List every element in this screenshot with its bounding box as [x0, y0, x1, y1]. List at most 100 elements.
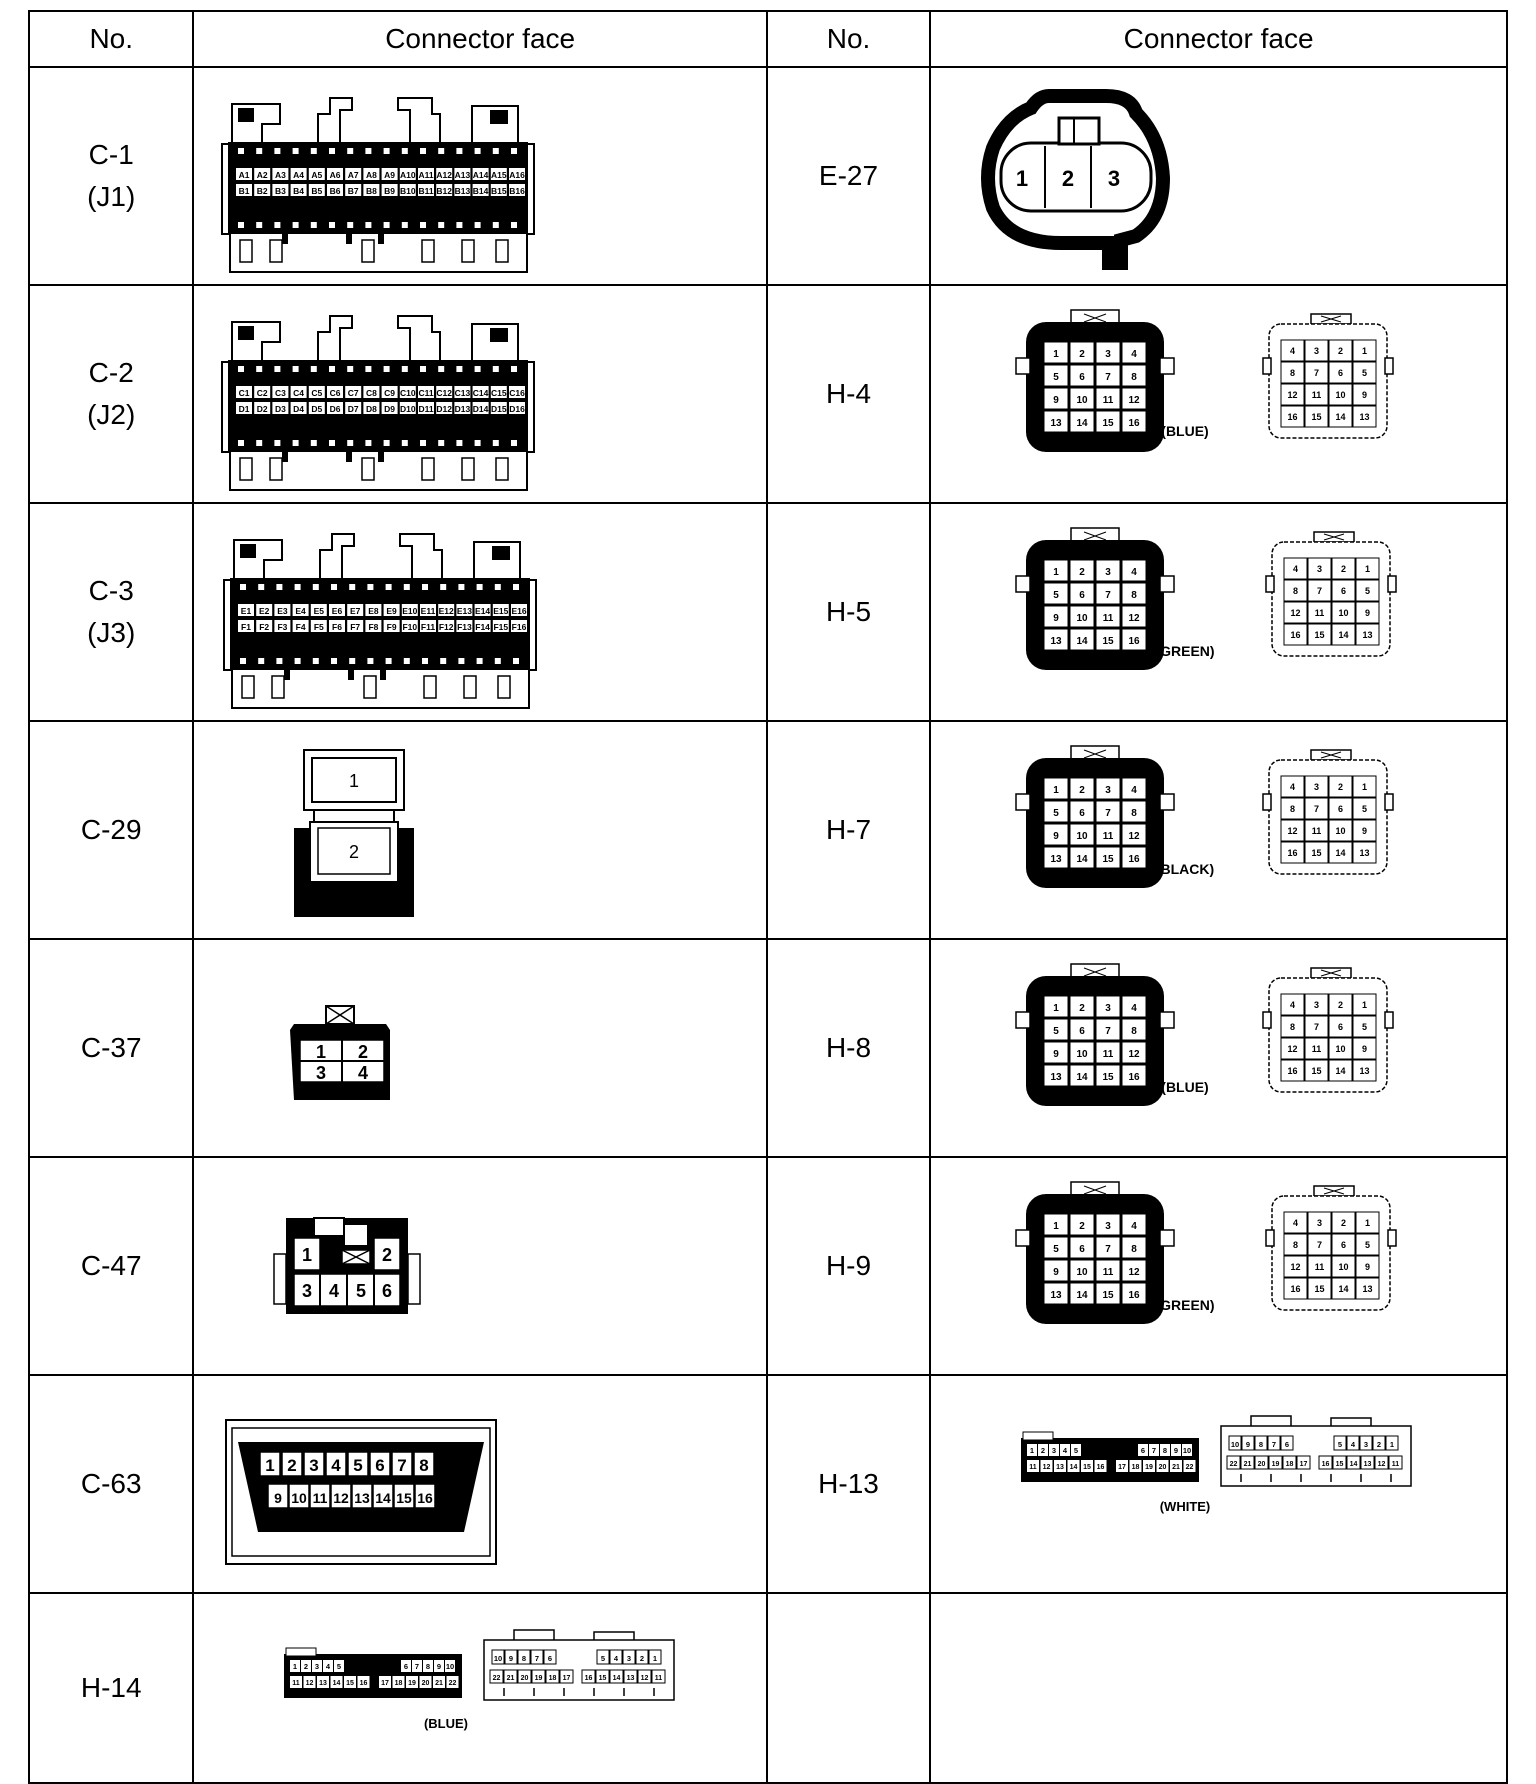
- header-no-left: No.: [27, 10, 195, 68]
- connector-no-cell: H-7: [765, 720, 932, 940]
- pin-label: 4: [1131, 785, 1137, 796]
- pin-label: 10: [1077, 395, 1089, 406]
- connector-no-cell: C-3 (J3): [27, 502, 195, 722]
- pin-label: 19: [1272, 1461, 1280, 1468]
- pin-label: 1: [1365, 1218, 1370, 1228]
- pin-label: C6: [330, 388, 341, 398]
- pin-label: 15: [397, 1490, 413, 1506]
- pin-label: 8: [1163, 1446, 1167, 1455]
- pin-label: B12: [437, 186, 453, 196]
- pin-label: A11: [419, 170, 434, 180]
- pin-label: 15: [1315, 1284, 1325, 1294]
- pin-label: 16: [1291, 1284, 1301, 1294]
- pin-label: D15: [491, 404, 507, 414]
- pin-label: 16: [1097, 1464, 1105, 1471]
- pin-label: 4: [326, 1662, 331, 1671]
- pin-label: 12: [1129, 831, 1141, 842]
- pin-label: 4: [1063, 1446, 1068, 1455]
- connector-e27-diagram: 1 2 3: [981, 89, 1171, 270]
- pin-label: 13: [1360, 412, 1370, 422]
- pin-label: 14: [1336, 848, 1346, 858]
- pin-label: 1: [1053, 1221, 1059, 1232]
- connector-c1-diagram: A1B1A2B2A3B3A4B4A5B5A6B6A7B7A8B8A9B9A10B…: [221, 97, 536, 273]
- pin-label: 9: [509, 1654, 513, 1663]
- pin-label: 16: [1288, 1066, 1298, 1076]
- pin-label: 9: [1053, 395, 1059, 406]
- pin-label: 1: [1362, 1000, 1367, 1010]
- pin-label: B2: [257, 186, 268, 196]
- pin-label: 11: [293, 1680, 301, 1687]
- pin-label: C3: [275, 388, 286, 398]
- pin-label: 12: [306, 1680, 314, 1687]
- pin-label: E2: [259, 606, 270, 616]
- pin-label: 9: [1174, 1446, 1178, 1455]
- connector-no-cell: C-2 (J2): [27, 284, 195, 504]
- pin-label: 19: [1145, 1464, 1153, 1471]
- pin-label: 5: [1074, 1446, 1078, 1455]
- pin-label: 8: [522, 1654, 526, 1663]
- pin-label: 20: [1258, 1461, 1266, 1468]
- connector-no-cell: C-29: [27, 720, 195, 940]
- pin-label: 8: [420, 1456, 429, 1475]
- pin-label: B7: [348, 186, 359, 196]
- pin-label: E8: [369, 606, 380, 616]
- pin-label: 12: [1291, 1262, 1301, 1272]
- connector-sub: (J3): [87, 617, 136, 648]
- pin-label: 16: [1129, 1072, 1141, 1083]
- pin-label: 19: [409, 1680, 417, 1687]
- connector-number: C-2: [88, 357, 134, 388]
- pin-label: 9: [1362, 390, 1367, 400]
- pin-label: 3: [310, 1456, 319, 1475]
- pin-label: 2: [640, 1654, 644, 1663]
- pin-label: E13: [457, 606, 472, 616]
- connector-c37-diagram: 1 2 3 4: [290, 1005, 391, 1100]
- pin-label: F8: [369, 622, 379, 632]
- pin-label: 10: [1336, 1044, 1346, 1054]
- pin-label: C13: [455, 388, 471, 398]
- pin-label: 7: [1152, 1446, 1156, 1455]
- pin-label: 9: [1053, 1267, 1059, 1278]
- pin-label: D3: [275, 404, 286, 414]
- connector-number: H-7: [825, 814, 872, 845]
- pin-label: 2: [1079, 1221, 1085, 1232]
- pin-label: E16: [512, 606, 527, 616]
- pin-label: 1: [302, 1245, 312, 1265]
- pin-label: 6: [1079, 1244, 1085, 1255]
- pin-label: 11: [1103, 1049, 1114, 1060]
- pin-label: 5: [356, 1281, 366, 1301]
- pin-label: F14: [476, 622, 491, 632]
- pin-label: 1: [1390, 1440, 1394, 1449]
- pin-label: 3: [1105, 349, 1111, 360]
- pin-label: 6: [1079, 372, 1085, 383]
- pin-label: F16: [512, 622, 527, 632]
- pin-label: 6: [1341, 1240, 1346, 1250]
- pin-label: 17: [563, 1675, 571, 1682]
- pin-label: 13: [1360, 1066, 1370, 1076]
- pin-label: 7: [1105, 808, 1111, 819]
- pin-label: C12: [437, 388, 453, 398]
- pin-label: 15: [1083, 1464, 1091, 1471]
- pin-label: A10: [400, 170, 416, 180]
- pin-label: F4: [296, 622, 306, 632]
- pin-label: B10: [400, 186, 416, 196]
- pin-label: 17: [382, 1680, 390, 1687]
- pin-label: 7: [1105, 372, 1111, 383]
- pin-label: 13: [320, 1680, 328, 1687]
- pin-label: B5: [312, 186, 323, 196]
- pin-label: 4: [358, 1063, 368, 1083]
- connector-no-cell: C-63: [27, 1374, 195, 1594]
- pin-label: 3: [1364, 1440, 1368, 1449]
- pin-label: 12: [1288, 1044, 1298, 1054]
- pin-label: E7: [350, 606, 361, 616]
- pin-label: 9: [1246, 1440, 1250, 1449]
- connector-face-cell: 1 2 3 4 5 6: [192, 1156, 768, 1376]
- pin-label: 14: [1339, 630, 1349, 640]
- pin-label: F11: [421, 622, 435, 632]
- pin-label: 2: [1377, 1440, 1381, 1449]
- pin-label: 10: [1183, 1446, 1191, 1455]
- pin-label: 9: [1362, 1044, 1367, 1054]
